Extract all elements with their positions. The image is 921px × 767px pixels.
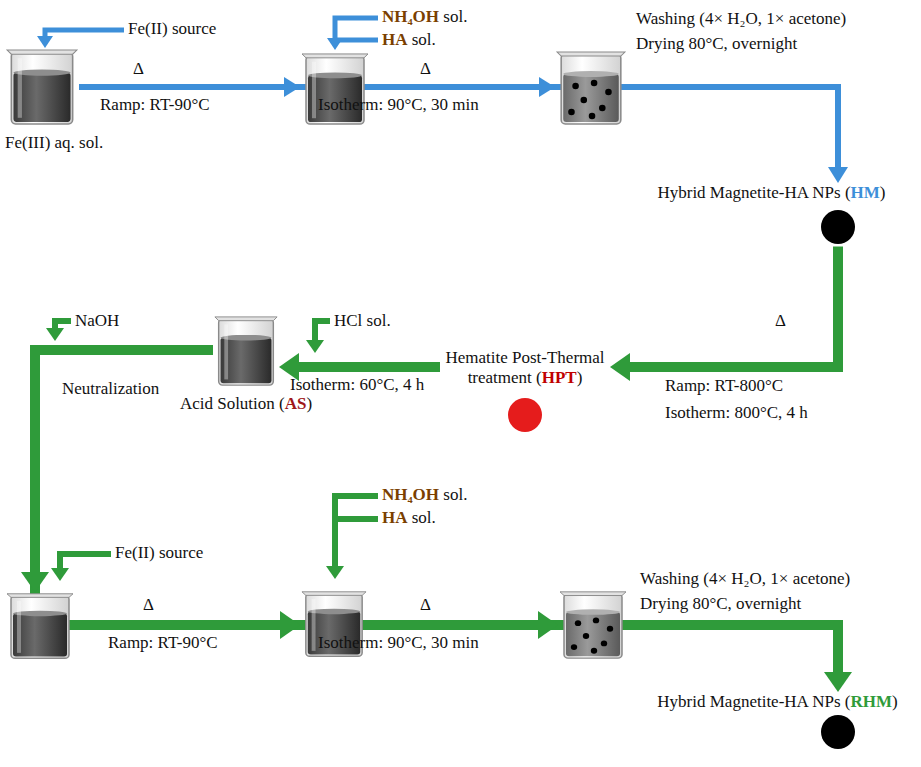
beaker-with-particles (557, 52, 625, 124)
arrow-head (539, 77, 555, 97)
beaker-shape (213, 315, 279, 387)
particle-dot (821, 715, 855, 749)
process-label: Isotherm: 90°C, 30 min (318, 634, 479, 653)
input-arrow (55, 321, 71, 328)
arrow-head (284, 77, 300, 97)
beaker-shape (5, 48, 79, 126)
process-label: NH₄OH sol. (382, 8, 467, 27)
process-label: HA sol. (382, 509, 436, 528)
process-label: Neutralization (62, 380, 159, 399)
process-label: Drying 80°C, overnight (636, 35, 797, 54)
arrow-head (21, 572, 49, 592)
process-label: Isotherm: 60°C, 4 h (290, 376, 424, 395)
process-label: Δ (775, 312, 786, 331)
process-label: NaOH (75, 312, 119, 331)
input-arrow (315, 321, 330, 340)
product-label: Hybrid Magnetite-HA NPs (RHM) (655, 692, 900, 712)
particle-dot (440, 387, 610, 435)
particle-dot (655, 203, 888, 247)
beaker-label: Acid Solution (AS) (180, 395, 312, 414)
beaker-label: Fe(III) aq. sol. (5, 134, 103, 153)
product-node: Hybrid Magnetite-HA NPs (HM) (655, 183, 888, 247)
process-label: Isotherm: 800°C, 4 h (665, 404, 808, 423)
process-label: Δ (420, 60, 431, 79)
process-label: Δ (143, 596, 154, 615)
input-arrow (337, 516, 378, 522)
beaker-with-particles (560, 592, 626, 658)
product-node: Hematite Post-Thermal treatment (HPT) (440, 348, 610, 435)
particle-dot (655, 712, 900, 752)
product-label: Hybrid Magnetite-HA NPs (HM) (655, 183, 888, 203)
arrow-head (280, 611, 300, 639)
process-arrow (630, 247, 838, 367)
input-arrow (337, 38, 378, 43)
product-label: Hematite Post-Thermal treatment (HPT) (440, 348, 610, 387)
arrow-head (538, 611, 558, 639)
process-label: Isotherm: 90°C, 30 min (318, 96, 479, 115)
input-arrow (335, 18, 378, 38)
process-arrow (35, 350, 838, 672)
process-arrow (79, 87, 838, 167)
process-arrow (299, 362, 440, 372)
process-label: Washing (4× H₂O, 1× acetone) (636, 10, 846, 29)
process-label: Fe(II) source (115, 544, 203, 563)
particle-dot (821, 210, 855, 244)
process-label: HCl sol. (334, 312, 391, 331)
process-label: Ramp: RT-90°C (108, 634, 218, 653)
beaker (7, 50, 77, 124)
beaker-node: Acid Solution (AS) (213, 315, 279, 387)
process-label: Ramp: RT-800°C (665, 377, 783, 396)
product-node: Hybrid Magnetite-HA NPs (RHM) (655, 692, 900, 752)
input-arrow (45, 30, 124, 36)
process-label: Δ (420, 596, 431, 615)
process-label: HA sol. (382, 31, 436, 50)
process-label: Δ (133, 60, 144, 79)
process-label: Washing (4× H₂O, 1× acetone) (640, 570, 850, 589)
process-label: Drying 80°C, overnight (640, 595, 801, 614)
beaker-node: Fe(III) aq. sol. (5, 48, 79, 126)
particle-dot (508, 398, 542, 432)
input-arrow (60, 554, 111, 568)
process-label: NH₄OH sol. (382, 486, 467, 505)
process-label: Fe(II) source (128, 20, 216, 39)
beaker (7, 594, 73, 658)
input-arrow (335, 496, 378, 566)
beaker (215, 317, 277, 385)
process-label: Ramp: RT-90°C (100, 96, 210, 115)
